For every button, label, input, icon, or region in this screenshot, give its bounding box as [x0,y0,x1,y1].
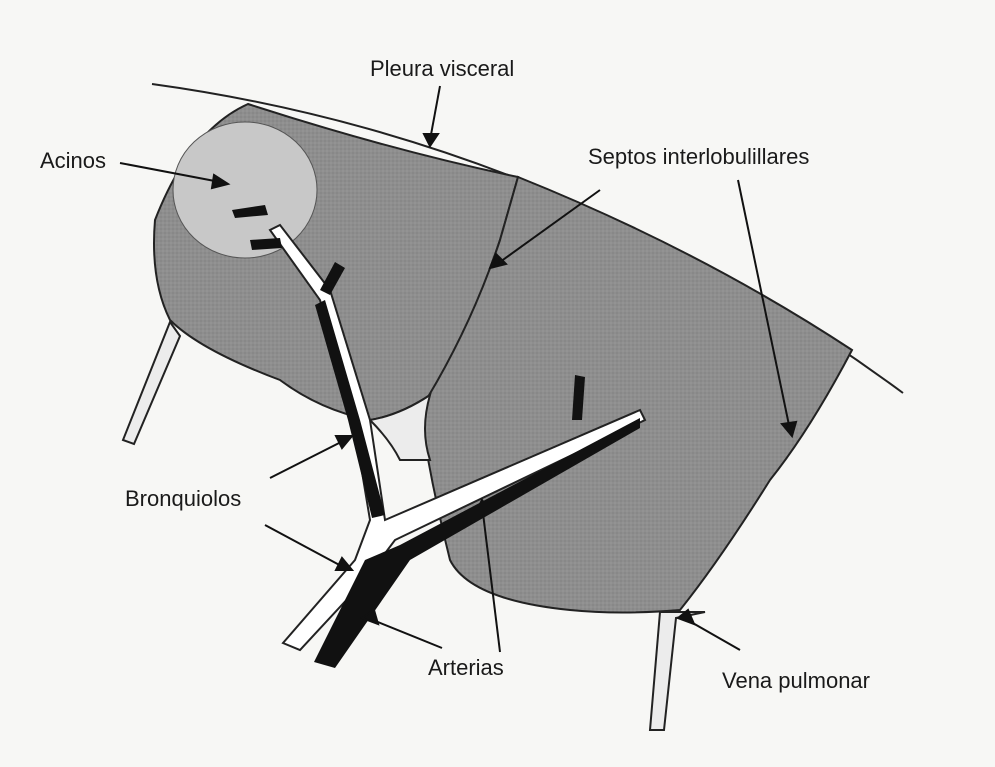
label-septos-interlobulillares: Septos interlobulillares [588,146,809,168]
bronchiole-branch-2 [250,238,282,250]
vein-pulmonar [650,612,705,730]
label-arterias: Arterias [428,657,504,679]
label-pleura-visceral: Pleura visceral [370,58,514,80]
acinus-region [173,122,317,258]
label-acinos: Acinos [40,150,106,172]
label-bronquiolos: Bronquiolos [125,488,241,510]
vein-left-branch [123,322,180,444]
label-vena-pulmonar: Vena pulmonar [722,670,870,692]
